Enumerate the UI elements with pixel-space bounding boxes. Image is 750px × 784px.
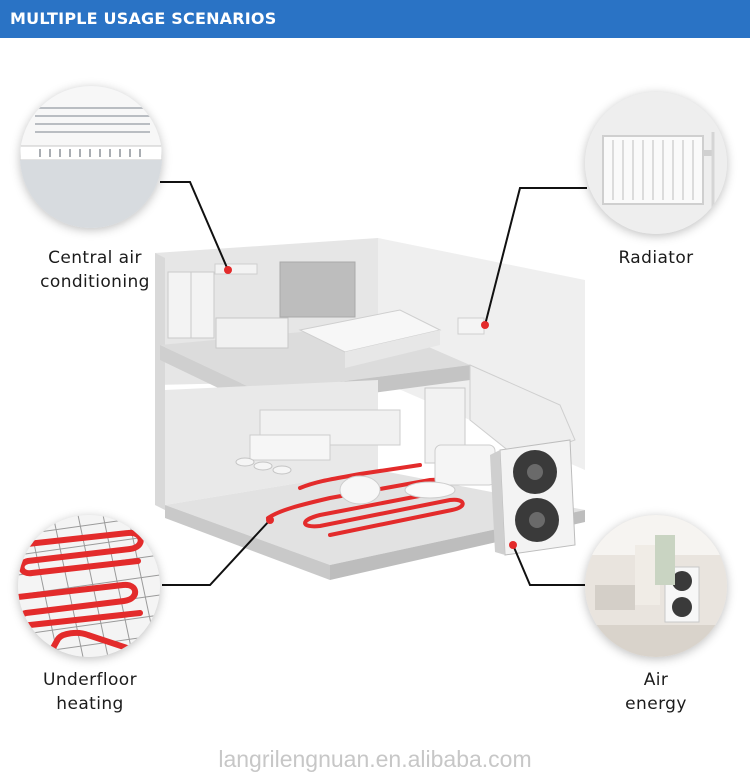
radiator-label: Radiator — [585, 246, 727, 270]
stool — [272, 465, 292, 475]
upstairs-window — [279, 261, 356, 318]
radiator-label-line-1: Radiator — [618, 248, 694, 268]
heat-pump-icon — [585, 515, 727, 657]
page-title: MULTIPLE USAGE SCENARIOS — [10, 9, 277, 28]
underfloor-label: Underfloor heating — [8, 668, 172, 716]
central-ac-label-line-1: Central air — [48, 248, 142, 268]
floor-heating-pipe-icon — [18, 515, 160, 657]
kitchen-island — [249, 434, 331, 461]
central-ac-label-line-2: conditioning — [40, 272, 150, 292]
lower-floor — [165, 470, 585, 565]
leader-air-energy — [512, 544, 585, 586]
air-energy-photo — [585, 515, 727, 657]
stool — [253, 461, 273, 471]
underfloor-label-line-1: Underfloor — [43, 670, 137, 690]
heating-pipe — [266, 477, 465, 537]
central-ac-label: Central air conditioning — [10, 246, 180, 294]
air-energy-label: Air energy — [585, 668, 727, 716]
lower-floor-edge — [165, 505, 330, 580]
central-ac-photo — [20, 86, 162, 228]
underfloor-photo — [18, 515, 160, 657]
watermark: langrilengnuan.en.alibaba.com — [218, 746, 532, 772]
leader-radiator — [484, 187, 587, 326]
left-outer-wall — [155, 253, 165, 510]
desk — [215, 317, 289, 349]
stool — [235, 457, 255, 467]
leader-underfloor — [162, 519, 271, 586]
radiator-icon — [585, 92, 727, 234]
ceiling-vent — [214, 263, 258, 275]
air-energy-label-line-2: energy — [625, 694, 687, 714]
radiator-photo — [585, 92, 727, 234]
air-vent-icon — [20, 86, 162, 228]
marker-radiator — [481, 321, 489, 329]
coffee-table — [404, 481, 456, 499]
underfloor-label-line-2: heating — [56, 694, 124, 714]
marker-air-energy — [509, 541, 517, 549]
leader-central-ac — [160, 181, 229, 271]
marker-central-ac — [224, 266, 232, 274]
air-energy-label-line-1: Air — [643, 670, 669, 690]
armchair — [339, 475, 381, 505]
header-bar: MULTIPLE USAGE SCENARIOS — [0, 0, 750, 38]
marker-underfloor — [266, 516, 274, 524]
